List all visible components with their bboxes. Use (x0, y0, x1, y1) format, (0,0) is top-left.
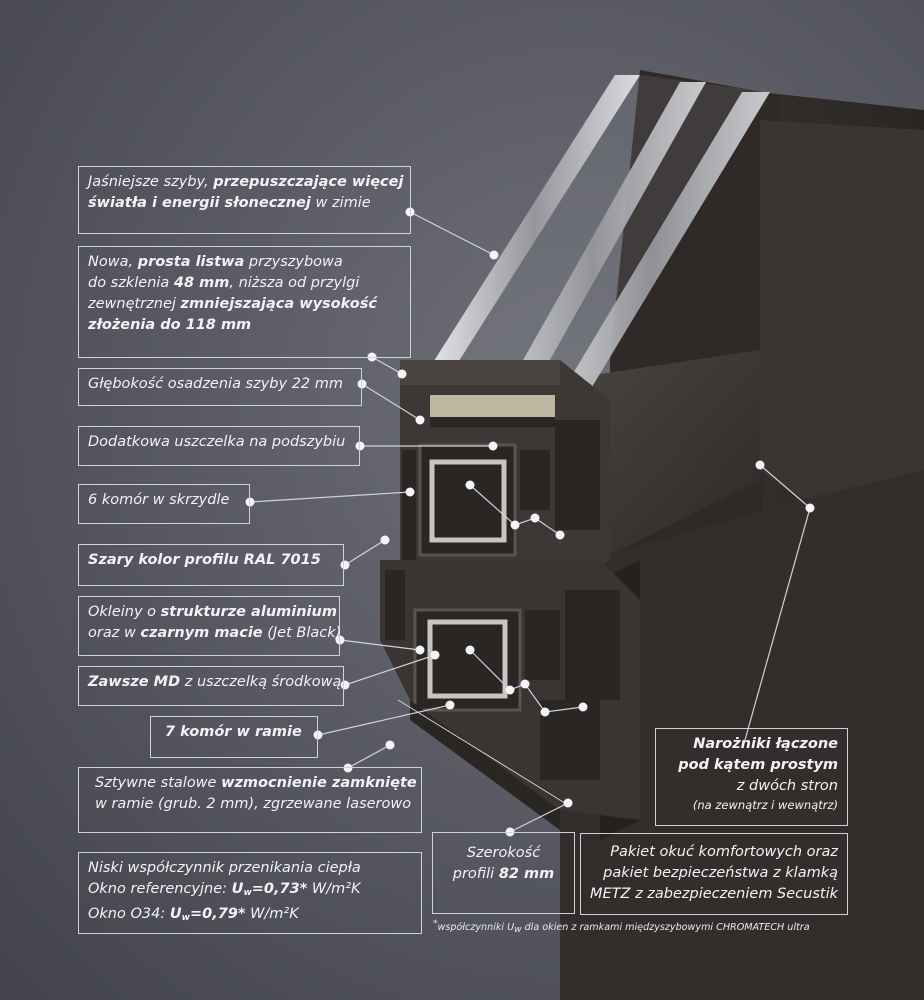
callout-text: z dwóch stron (736, 778, 838, 794)
callout-text: Jaśniejsze szyby, (88, 174, 214, 190)
callout-bold-text: 82 mm (498, 866, 555, 882)
callout-bold-text: zmniejszająca wysokość (180, 296, 377, 312)
callout-text: zewnętrznej (88, 296, 181, 312)
callout-text: Sztywne stalowe (95, 775, 222, 791)
callout-text: profili (452, 866, 499, 882)
callout-bold-text: 48 mm (173, 275, 230, 291)
callout-text: z uszczelką środkową (180, 674, 342, 690)
sash-cross-section (400, 360, 610, 600)
u-value-reference: =0,73* (251, 881, 308, 897)
callout-hardware: Pakiet okuć komfortowych oraz pakiet bez… (580, 833, 848, 915)
callout-text: Dodatkowa uszczelka na podszybiu (88, 434, 346, 450)
callout-text: Niski współczynnik przenikania ciepła (88, 860, 361, 876)
callout-bold-text: prosta listwa (137, 254, 245, 270)
u-symbol: U (231, 881, 244, 897)
callout-text: Nowa, (88, 254, 138, 270)
callout-bold-text: przepuszczające więcej (213, 174, 404, 190)
callout-brighter-glass: Jaśniejsze szyby, przepuszczające więcej… (78, 166, 411, 234)
u-unit: W/m²K (245, 906, 299, 922)
callout-glass-depth: Głębokość osadzenia szyby 22 mm (78, 368, 362, 406)
callout-bold-text: światła i energii słonecznej (88, 195, 311, 211)
callout-u-value: Niski współczynnik przenikania ciepła Ok… (78, 852, 422, 934)
callout-text: Głębokość osadzenia szyby 22 mm (88, 376, 344, 392)
glass-panes (427, 75, 770, 440)
callout-small-text: (na zewnątrz i wewnątrz) (692, 798, 838, 812)
callout-text: (Jet Black) (262, 625, 342, 641)
callout-frame-chambers: 7 komór w ramie (150, 716, 318, 758)
footnote-text: dla okien z ramkami międzyszybowymi CHRO… (521, 922, 810, 934)
u-symbol: U (169, 906, 182, 922)
footnote-subscript: w (514, 925, 522, 936)
callout-text: 6 komór w skrzydle (88, 492, 230, 508)
callout-md-gasket: Zawsze MD z uszczelką środkową (78, 666, 344, 706)
u-value-o34: =0,79* (189, 906, 246, 922)
callout-text: oraz w (88, 625, 141, 641)
callout-text: Okleiny o (88, 604, 161, 620)
callout-steel-reinforcement: Sztywne stalowe wzmocnienie zamknięte w … (78, 767, 422, 833)
callout-profile-width: Szerokość profili 82 mm (432, 832, 575, 914)
footnote: *współczynniki Uw dla okien z ramkami mi… (433, 919, 810, 935)
footnote-star: * (433, 919, 438, 929)
callout-veneers: Okleiny o strukturze aluminium oraz w cz… (78, 596, 342, 656)
callout-bold-text: 7 komór w ramie (165, 724, 302, 740)
callout-bold-text: pod kątem prostym (678, 757, 838, 773)
callout-text: Okno O34: (88, 906, 170, 922)
callout-text: , niższa od przylgi (229, 275, 360, 291)
leader-lines (249, 211, 811, 833)
callout-text: pakiet bezpieczeństwa z klamką (603, 865, 838, 881)
callout-bold-text: złożenia do 118 mm (88, 317, 252, 333)
callout-text: przyszybowa (244, 254, 343, 270)
width-dimension-line (397, 699, 569, 806)
callout-bold-text: wzmocnienie zamknięte (221, 775, 417, 791)
callout-extra-gasket: Dodatkowa uszczelka na podszybiu (78, 426, 360, 466)
callout-bold-text: Narożniki łączone (693, 736, 838, 752)
callout-bold-text: Szary kolor profilu RAL 7015 (88, 552, 321, 568)
callout-sash-chambers: 6 komór w skrzydle (78, 484, 250, 524)
callout-text: do szklenia (88, 275, 174, 291)
callout-bold-text: strukturze aluminium (160, 604, 337, 620)
callout-bold-text: Zawsze MD (88, 674, 181, 690)
footnote-text: współczynniki U (437, 922, 515, 934)
u-subscript: w (243, 888, 252, 898)
callout-text: Szerokość (466, 845, 541, 861)
u-unit: W/m²K (307, 881, 361, 897)
callout-corners: Narożniki łączone pod kątem prostym z dw… (655, 728, 848, 826)
callout-bold-text: czarnym macie (140, 625, 263, 641)
leader-dots (245, 207, 815, 837)
callout-text: w zimie (310, 195, 371, 211)
callout-glazing-bead: Nowa, prosta listwa przyszybowa do szkle… (78, 246, 411, 358)
callout-text: Pakiet okuć komfortowych oraz (610, 844, 838, 860)
callout-text: w ramie (grub. 2 mm), zgrzewane laserowo (95, 796, 412, 812)
callout-profile-color: Szary kolor profilu RAL 7015 (78, 544, 344, 586)
callout-text: Okno referencyjne: (88, 881, 232, 897)
u-subscript: w (181, 913, 190, 923)
callout-text: METZ z zabezpieczeniem Secustik (590, 886, 839, 902)
